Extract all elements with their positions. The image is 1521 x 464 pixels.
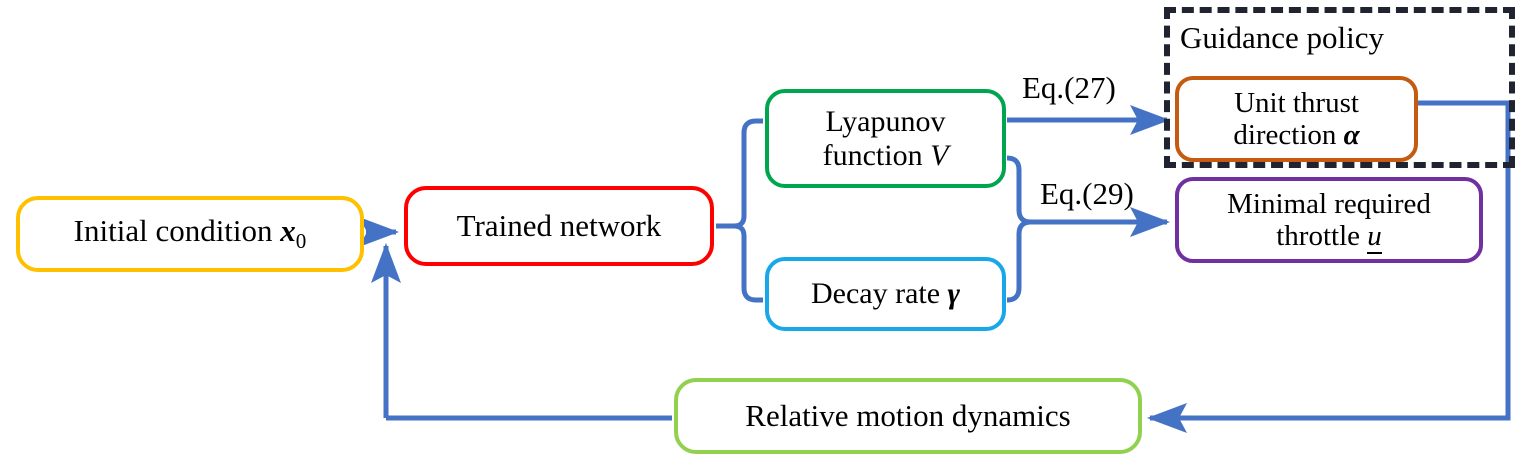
wire-decay-to-throttle: [1006, 219, 1048, 303]
node-relative-motion-dynamics-label: Relative motion dynamics: [745, 397, 1071, 433]
wire-fork-to-decay: [733, 223, 763, 303]
guidance-policy-label: Guidance policy: [1180, 20, 1385, 55]
guidance-policy-region: [1164, 7, 1515, 168]
node-decay-rate[interactable]: Decay rate γ: [765, 257, 1006, 331]
node-decay-rate-label: Decay rate γ: [810, 277, 961, 311]
node-initial-condition-label: Initial condition x0: [73, 213, 307, 254]
node-relative-motion-dynamics[interactable]: Relative motion dynamics: [674, 378, 1142, 454]
node-trained-network-label: Trained network: [456, 207, 662, 243]
edge-label-eq29: Eq.(29): [1040, 176, 1134, 211]
edge-label-eq27: Eq.(27): [1022, 70, 1116, 105]
node-initial-condition[interactable]: Initial condition x0: [16, 196, 364, 272]
node-trained-network[interactable]: Trained network: [404, 186, 714, 266]
wire-fork-to-lyapunov: [733, 118, 763, 229]
